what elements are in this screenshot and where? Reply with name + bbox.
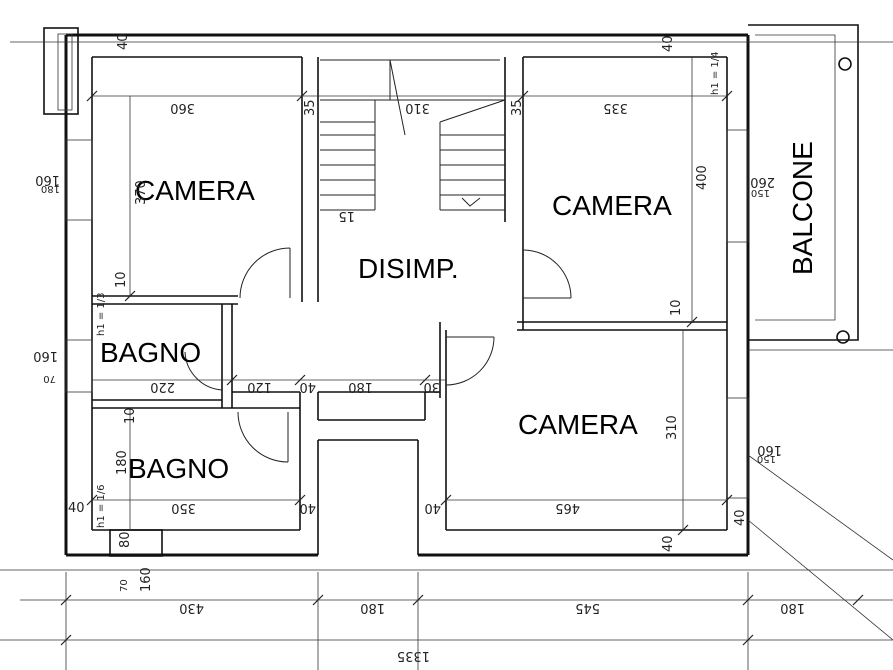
interior-walls [92,57,727,530]
dim-overall-180-right: 180 [780,600,805,615]
outer-walls [43,27,750,557]
door-camera-br [445,336,495,386]
dim-window-tr: h1 = 1/4 [710,51,721,95]
dim-camera-tl-bottom-wall: 10 [114,271,129,288]
dim-bagno-lower-h: h1 = 1/6 [96,484,107,528]
dimension-labels: 40 40 360 370 10 35 35 310 15 335 400 10… [33,33,805,663]
dim-bagno-lower-width: 350 [171,500,196,515]
door-bagno-lower [237,411,289,463]
dim-overall-total: 1335 [397,648,430,663]
door-bagno-upper [184,351,223,391]
stair-steps-left [320,134,375,211]
dim-wall-40-b: 40 [68,501,85,516]
dimension-ticks [60,90,864,646]
dim-wall-40-a: 40 [299,379,316,394]
dim-camera-tr-bottom-wall: 10 [669,299,684,316]
dim-overall-545: 545 [575,600,600,615]
dim-wall-30: 30 [423,379,440,394]
dim-camera-br-sill: 150 [757,453,776,464]
dim-bagno-window-sill: 70 [43,373,56,384]
room-label-bagno-lower: BAGNO [128,453,229,484]
dim-bagno-window-h: h1 = 1/3 [96,292,107,336]
dim-camera-tr-height: 400 [695,165,710,190]
dim-bagno-lower-wall: 10 [123,407,138,424]
stair-steps-right [440,134,505,211]
dimension-lines [0,41,893,670]
room-labels: CAMERA CAMERA DISIMP. BAGNO BAGNO CAMERA… [100,141,818,484]
dim-balcone-window-sill: 150 [751,187,770,198]
dim-stair-width: 310 [405,100,430,115]
dim-top-wall-right: 40 [661,35,676,52]
dim-corridor-120: 120 [247,379,272,394]
dim-camera-tr-width: 335 [603,100,628,115]
room-label-bagno-upper: BAGNO [100,337,201,368]
dim-wall-40-e: 40 [733,509,748,526]
dim-stair-step: 15 [338,208,355,223]
dim-front-window: 80 [118,531,133,548]
balcony-post-icon [838,57,852,71]
dim-bagno-lower-height: 180 [115,450,130,475]
staircase [320,59,506,211]
dim-wall-40-c: 40 [299,500,316,515]
room-label-camera-top-right: CAMERA [552,190,672,221]
dim-window-tl-sill: 180 [41,183,60,194]
room-label-disimpegno: DISIMP. [358,253,459,284]
dim-camera-br-width: 465 [555,500,580,515]
dim-window-tl: 160 [35,172,60,187]
door-camera-tr [522,249,572,299]
door-camera-tl [239,247,291,299]
dim-front-sill: 70 [119,579,130,592]
dim-overall-180-mid: 180 [360,600,385,615]
dim-camera-tl-height: 370 [134,180,149,205]
room-label-camera-top-left: CAMERA [135,175,255,206]
dim-camera-tl-width: 360 [170,100,195,115]
balcony [747,24,893,641]
dim-front-sill-b: 160 [139,567,154,592]
dim-overall-430: 430 [179,600,204,615]
room-label-camera-bottom-right: CAMERA [518,409,638,440]
dim-bagno-upper-width: 220 [150,379,175,394]
dim-partition-left: 35 [303,99,318,116]
balcony-post-icon [836,330,850,344]
dim-corridor-180: 180 [348,379,373,394]
dim-camera-br-window: 160 [757,442,782,457]
dim-wall-40-d: 40 [424,500,441,515]
dim-partition-right: 35 [510,99,525,116]
dim-top-wall-left: 40 [116,33,131,50]
room-label-balcone: BALCONE [787,141,818,275]
dim-balcone-window: 260 [750,174,775,189]
dim-bottom-wall-right: 40 [661,535,676,552]
dim-bagno-window: 160 [33,348,58,363]
doors [184,247,572,463]
stair-arrow-icon [461,197,481,207]
dim-camera-br-height: 310 [665,415,680,440]
